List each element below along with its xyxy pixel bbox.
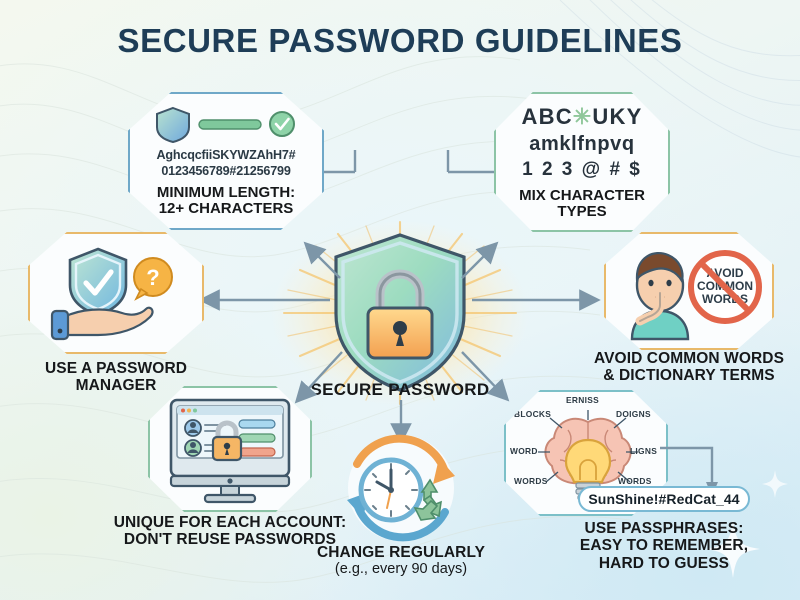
svg-text:?: ? (146, 265, 159, 290)
brain-label-lower-right: WORDS (618, 476, 652, 486)
mix-character-types-caption: MIX CHARACTER TYPES (519, 186, 645, 220)
page-title: SECURE PASSWORD GUIDELINES (117, 22, 683, 59)
panel-avoid-common-words[interactable]: AVOID COMMON WORDS AVOID COMMON WORDS & … (594, 232, 784, 384)
shield-strength-meter-icon (156, 107, 295, 144)
lowercase-sample: amklfnpvq (529, 132, 635, 155)
asterisk-icon: ✳ (572, 103, 593, 129)
hand-holding-shield-icon: ? (50, 247, 173, 341)
passphrase-example[interactable]: SunShine!#RedCat_44 (578, 486, 750, 512)
person-shushing-no-sign-icon: AVOID COMMON WORDS (630, 250, 762, 341)
password-manager-caption: USE A PASSWORD MANAGER (44, 360, 188, 395)
brain-label-upper-left: BLOCKS (514, 409, 552, 419)
panel-password-manager[interactable]: ? USE A PASSWORD MANAGER (28, 232, 204, 394)
brain-label-top: ERNISS (566, 395, 599, 405)
brain-label-lower-left: WORDS (514, 476, 548, 486)
brain-label-mid-right: LIGNS (630, 446, 658, 456)
panel-unique-per-account[interactable]: UNIQUE FOR EACH ACCOUNT: DON'T REUSE PAS… (114, 386, 346, 548)
center-label: SECURE PASSWORD (310, 380, 490, 399)
change-regularly-caption: CHANGE REGULARLY (e.g., every 90 days) (316, 544, 486, 578)
clock-recycle-icon (347, 434, 455, 542)
use-passphrases-caption: USE PASSPHRASES: EASY TO REMEMBER, HARD … (579, 520, 749, 572)
digits-symbols-sample: 1 2 3 @ # $ (522, 158, 642, 180)
minimum-length-caption: MINIMUM LENGTH: 12+ CHARACTERS (156, 183, 296, 218)
panel-use-passphrases[interactable]: ERNISS BLOCKS DOIGNS WORD LIGNS WORDS WO… (504, 390, 750, 572)
panel-minimum-length[interactable]: AghcqcfiiSKYWZAhH7# 0123456789#21256799 … (128, 92, 324, 230)
panel-change-regularly[interactable]: CHANGE REGULARLY (e.g., every 90 days) (317, 434, 485, 577)
panel-mix-character-types[interactable]: ABC✳UKY amklfnpvq 1 2 3 @ # $ MIX CHARAC… (494, 92, 670, 232)
sample-password-strings: AghcqcfiiSKYWZAhH7# 0123456789#21256799 (156, 148, 296, 178)
brain-label-upper-right: DOIGNS (616, 409, 651, 419)
monitor-accounts-lock-icon (169, 398, 291, 504)
unique-per-account-caption: UNIQUE FOR EACH ACCOUNT: DON'T REUSE PAS… (113, 514, 347, 549)
brain-label-mid-left: WORD (510, 446, 538, 456)
uppercase-sample: ABC✳UKY (521, 103, 643, 129)
avoid-common-words-caption: AVOID COMMON WORDS & DICTIONARY TERMS (593, 350, 785, 385)
